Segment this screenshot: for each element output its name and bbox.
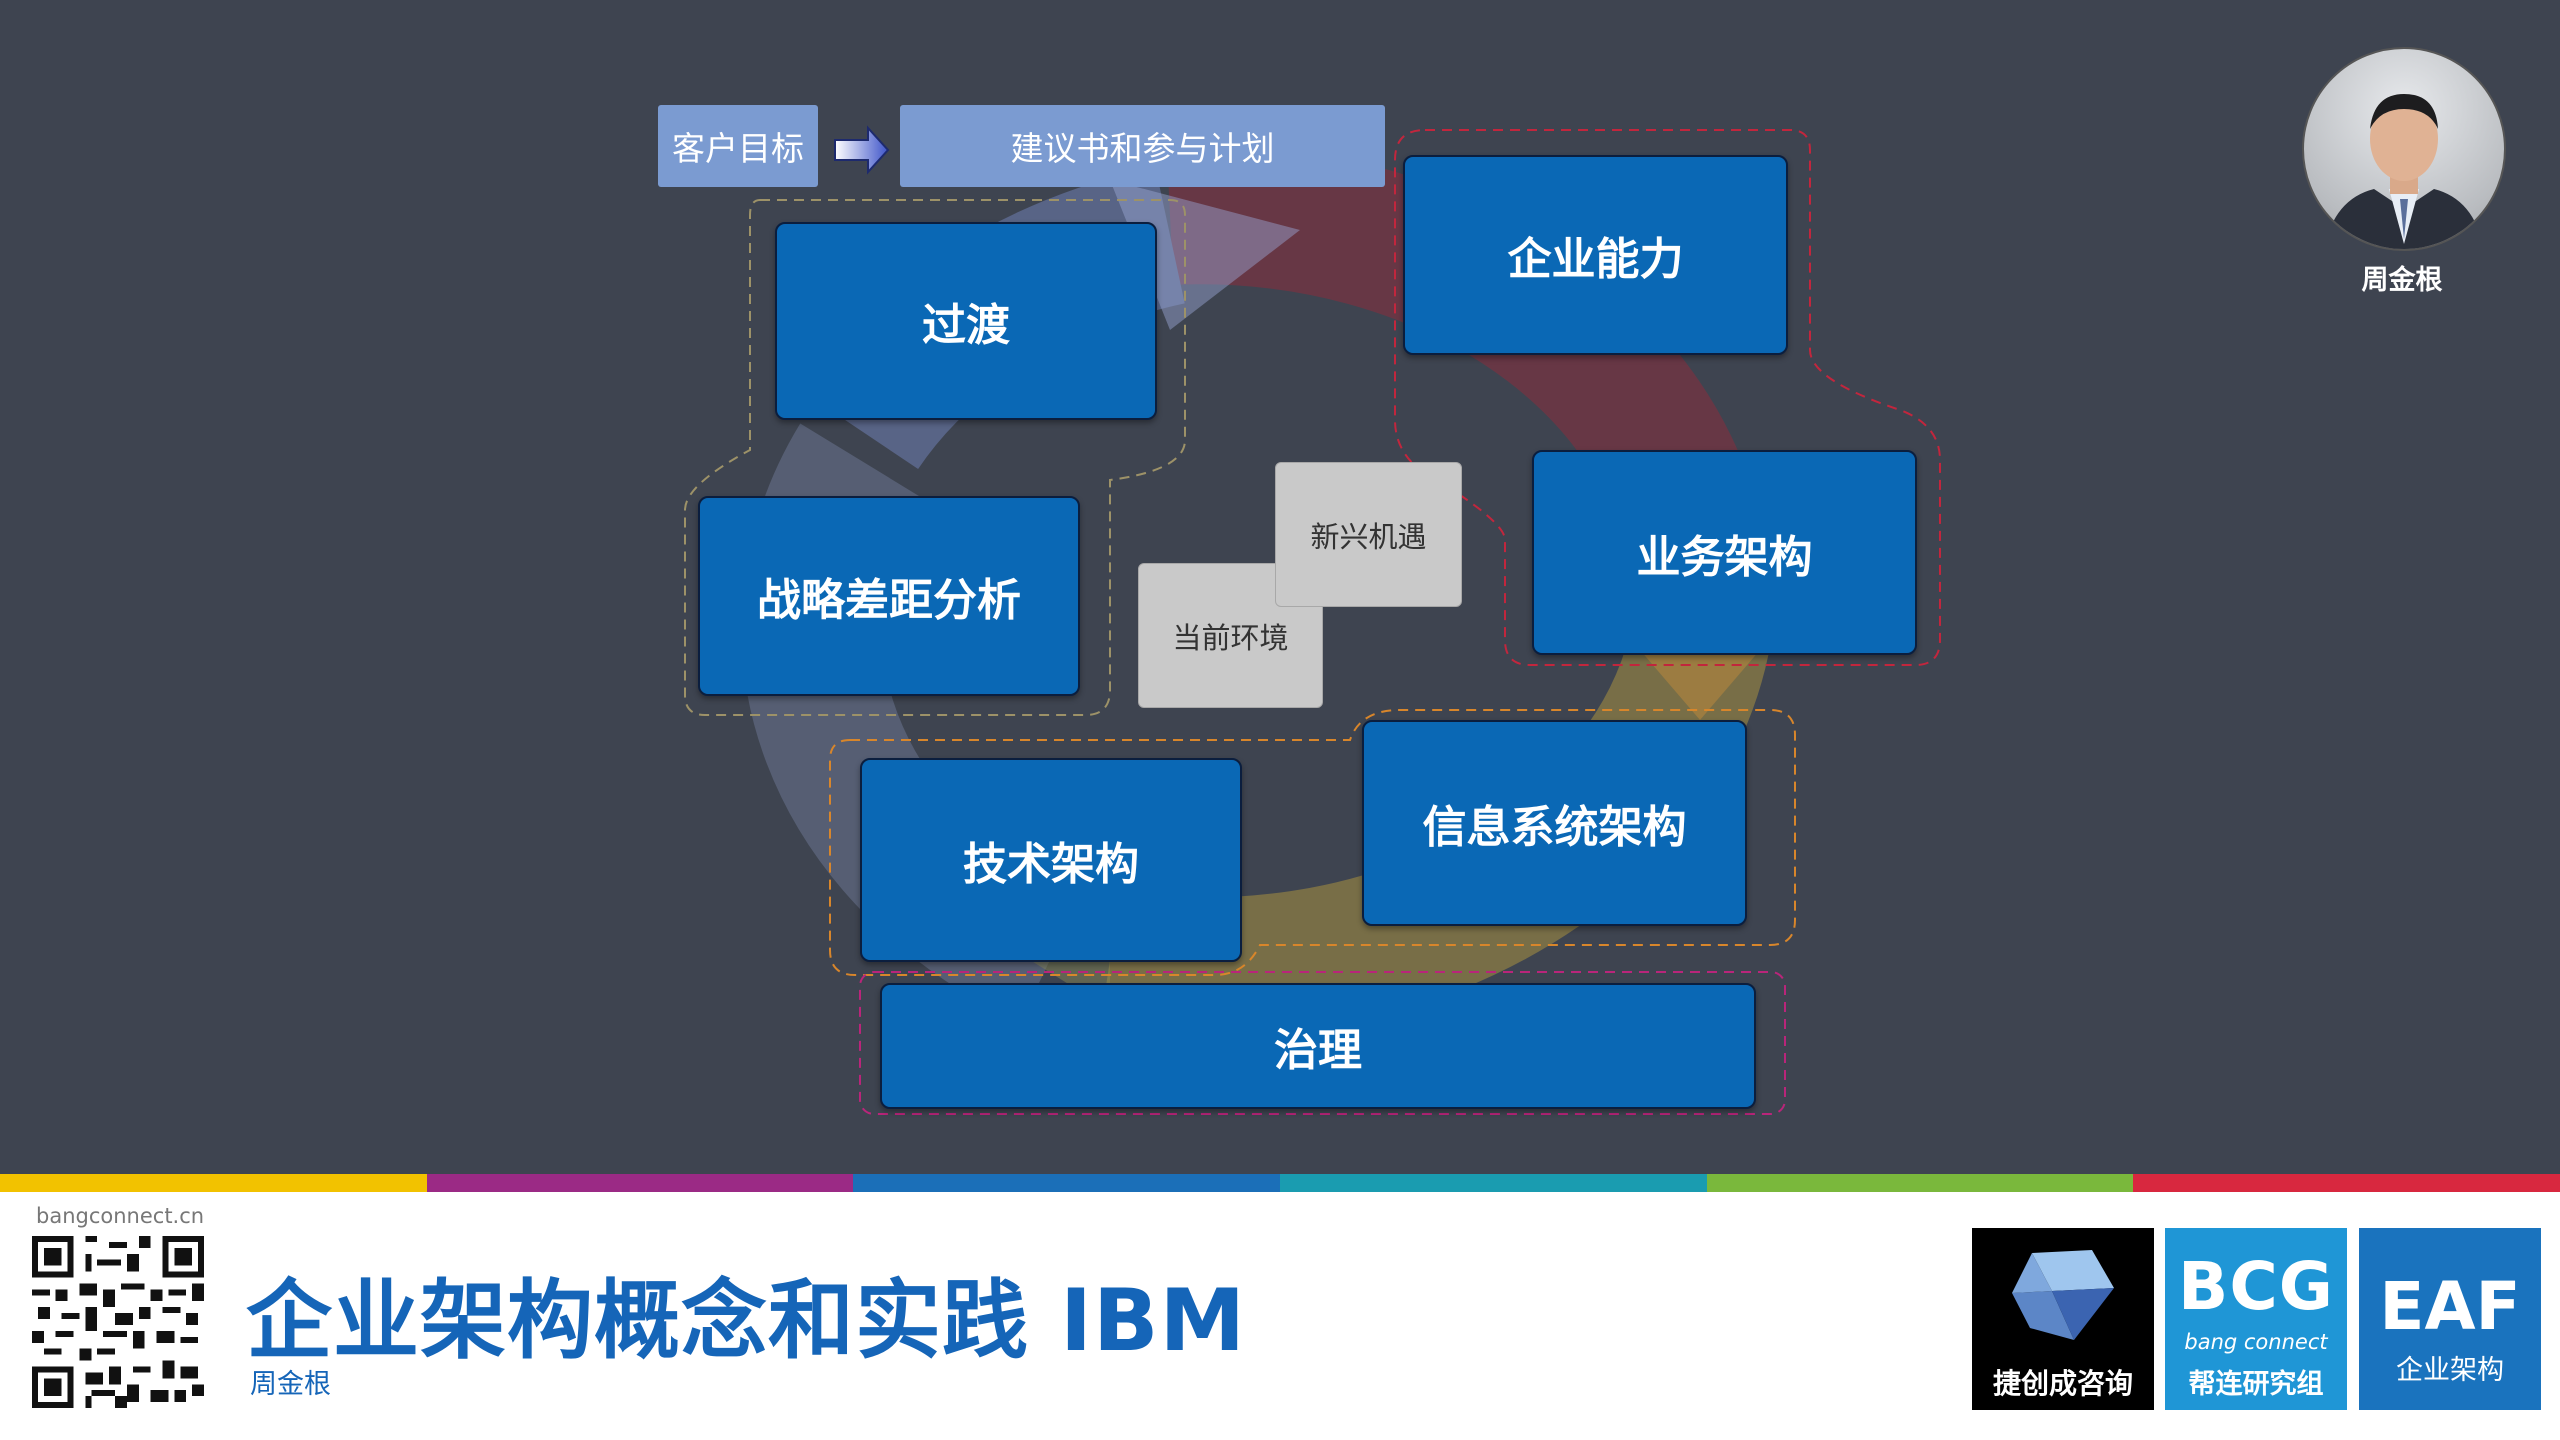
bcg-logo[interactable]: BCG bang connect 帮连研究组: [2165, 1228, 2347, 1410]
site-url[interactable]: bangconnect.cn: [36, 1204, 205, 1228]
logo1-caption: 捷创成咨询: [1992, 1367, 2133, 1400]
color-stripe: [0, 1174, 2560, 1192]
technology-architecture-box: 技术架构: [860, 758, 1242, 962]
current-environment-box: 当前环境: [1138, 563, 1323, 708]
customer-goal-box: 客户目标: [658, 105, 818, 187]
cube-icon: [2012, 1250, 2114, 1340]
cycle-arrowhead-top: [1110, 180, 1300, 330]
footer-author: 周金根: [250, 1369, 331, 1400]
left-group-outline: [684, 199, 1186, 716]
strategy-gap-analysis-box: 战略差距分析: [698, 496, 1080, 696]
logo3-caption: 企业架构: [2396, 1355, 2504, 1386]
enterprise-capability-box: 企业能力: [1403, 155, 1788, 355]
eaf-logo[interactable]: EAF 企业架构: [2359, 1228, 2541, 1410]
proposal-plan-box: 建议书和参与计划: [900, 105, 1385, 187]
business-architecture-box: 业务架构: [1532, 450, 1917, 655]
qr-code-icon: [32, 1236, 204, 1408]
governance-group-outline: [859, 971, 1786, 1115]
right-group-outline: [1394, 129, 1941, 666]
flow-arrow-icon: [834, 125, 890, 175]
cycle-arrowhead-right: [1640, 650, 1760, 720]
emerging-opportunities-box: 新兴机遇: [1275, 462, 1462, 607]
governance-box: 治理: [880, 983, 1756, 1109]
presenter-name: 周金根: [2361, 265, 2443, 296]
information-system-architecture-box: 信息系统架构: [1362, 720, 1747, 926]
slide-canvas: 客户目标 建议书和参与计划 过渡 企业能力 战略差距分析 业务架构 技术架构 信…: [0, 0, 2560, 1174]
logo2-caption: 帮连研究组: [2188, 1369, 2324, 1400]
bottom-group-outline: [829, 709, 1796, 976]
presenter-avatar: [2302, 47, 2506, 251]
jiechuangcheng-logo[interactable]: 捷创成咨询: [1972, 1228, 2154, 1410]
logo2-big: BCG: [2178, 1248, 2334, 1325]
logo2-sub: bang connect: [2184, 1330, 2328, 1354]
logo3-big: EAF: [2379, 1268, 2521, 1345]
transition-box: 过渡: [775, 222, 1157, 420]
footer-title: 企业架构概念和实践 IBM: [246, 1271, 1247, 1371]
footer-bar: bangconnect.cn 企业架构概念和实践 IBM 周金根: [0, 1192, 2560, 1440]
